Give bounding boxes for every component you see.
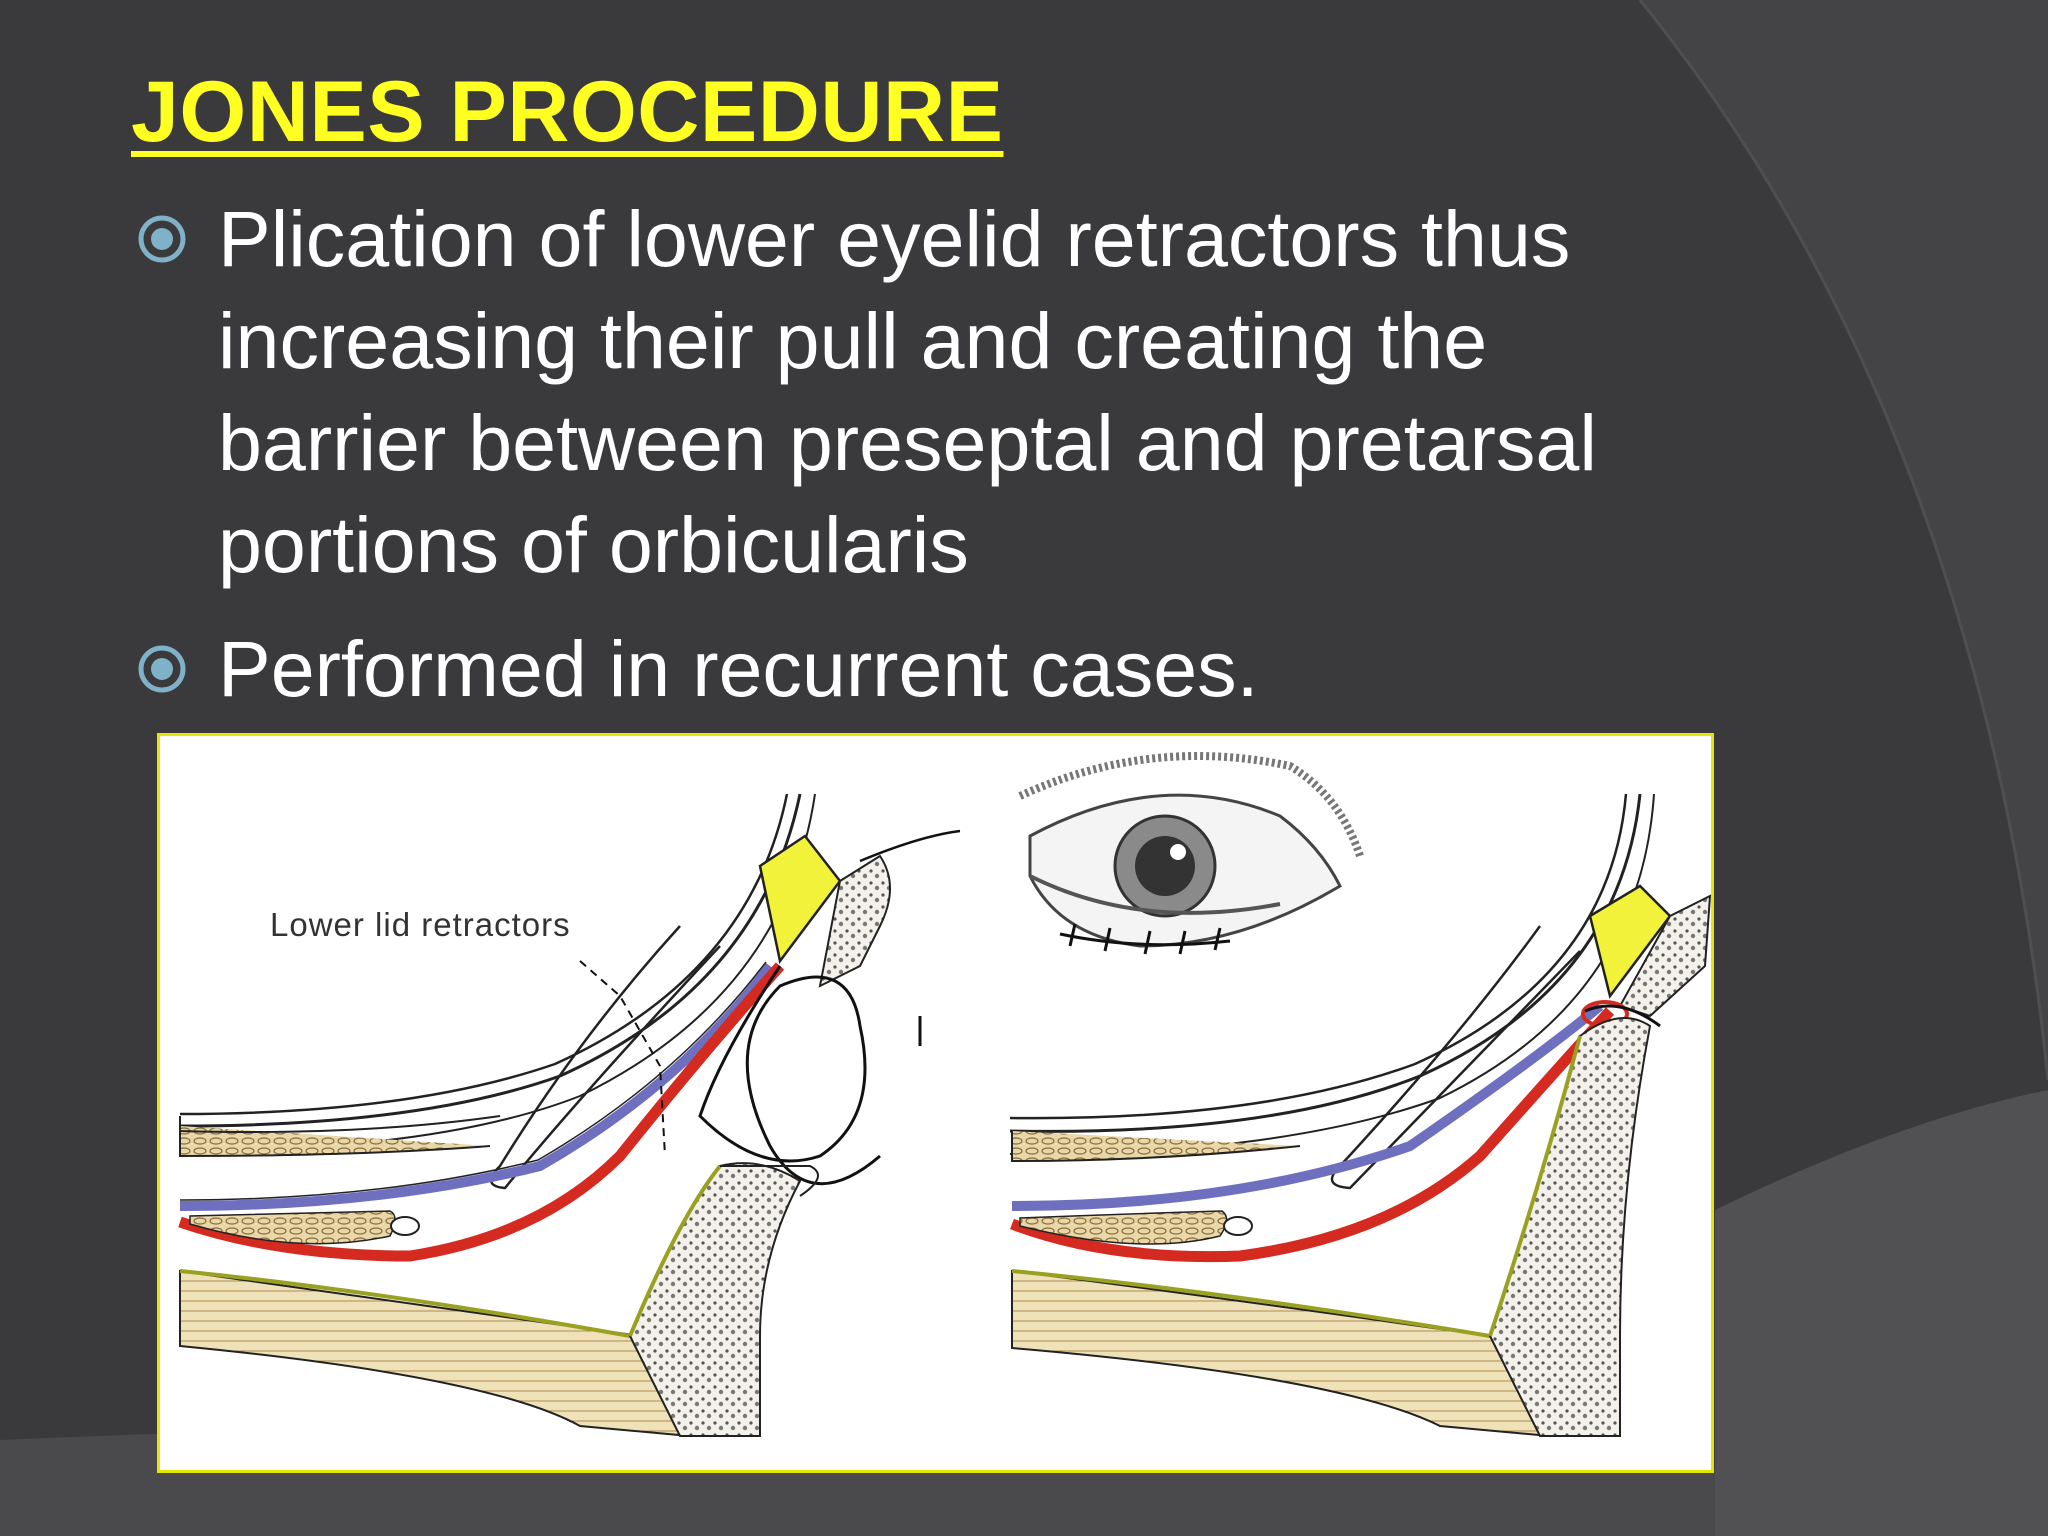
left-cross-section: Lower lid retractors <box>178 793 961 1438</box>
bullet-item: Plication of lower eyelid retractors thu… <box>130 188 1730 596</box>
bullet-list: Plication of lower eyelid retractors thu… <box>130 188 1730 742</box>
surgical-illustration: Lower lid retractors <box>157 733 1714 1473</box>
bullet-target-icon <box>138 645 186 693</box>
bullet-target-icon <box>138 215 186 263</box>
eyelid-diagram: Lower lid retractors <box>178 752 1711 1438</box>
right-cross-section <box>1009 793 1711 1438</box>
lower-lid-retractors-label: Lower lid retractors <box>270 906 571 943</box>
eye-illustration <box>1018 752 1364 955</box>
bullet-text: Plication of lower eyelid retractors thu… <box>218 194 1597 589</box>
bullet-item: Performed in recurrent cases. <box>130 618 1730 720</box>
slide-title: JONES PROCEDURE <box>131 64 1004 160</box>
bullet-text: Performed in recurrent cases. <box>218 624 1259 713</box>
